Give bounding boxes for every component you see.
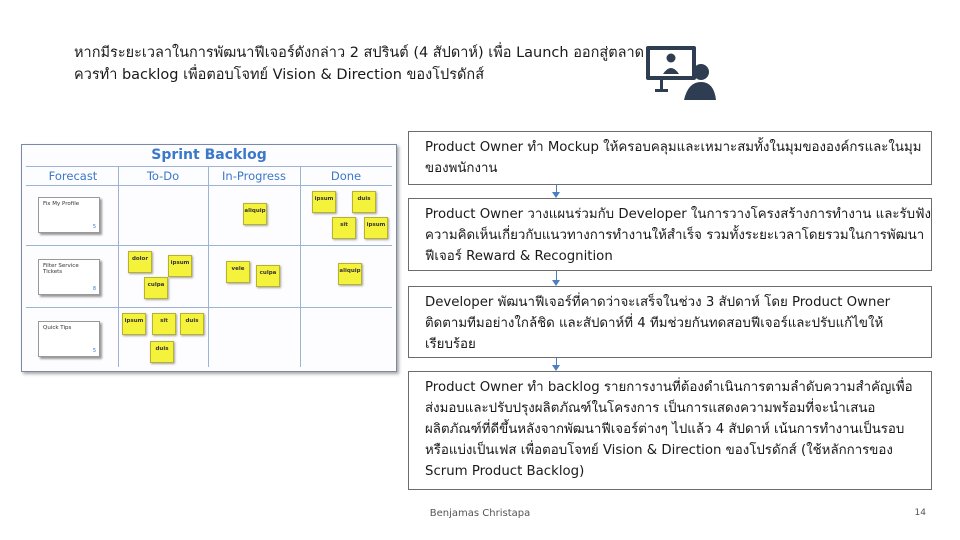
sticky-note: dolor (128, 251, 152, 273)
step-text: Product Owner ทำ backlog รายการงานที่ต้อ… (425, 380, 913, 395)
step-text: Product Owner วางแผนร่วมกับ Developer ใน… (425, 207, 932, 222)
sticky-note: sit (332, 217, 356, 239)
step-text: ผลิตภัณฑ์ที่ดีขึ้นหลังจากพัฒนาฟีเจอร์ต่า… (425, 422, 905, 437)
sprint-backlog-board: Sprint Backlog Forecast To-Do In-Progres… (21, 144, 397, 372)
step-text: ติดตามทีมอย่างใกล้ชิด และสัปดาห์ที่ 4 ที… (425, 316, 884, 331)
sticky-note: ipsum (122, 313, 146, 335)
step-text: เรียบร้อย (425, 337, 476, 352)
story-points: 5 (92, 348, 96, 354)
flow-arrow (556, 185, 557, 193)
story-points: 8 (92, 286, 96, 292)
presenter-screen-icon (646, 46, 716, 100)
sticky-note: culpa (144, 277, 168, 299)
title-line-2: ควรทำ backlog เพื่อตอบโจทย์ Vision & Dir… (74, 67, 485, 83)
sticky-note: duis (150, 341, 174, 363)
step-text: ของพนักงาน (425, 161, 498, 176)
board-divider (26, 166, 392, 167)
board-divider (118, 167, 119, 367)
column-header-inprogress: In-Progress (222, 169, 286, 183)
board-title: Sprint Backlog (151, 147, 267, 163)
story-card-title: Fix My Profile (43, 201, 80, 207)
board-divider (26, 307, 392, 308)
step-text: หรือแบ่งเป็นเฟส เพื่อตอบโจทย์ Vision & D… (425, 443, 893, 458)
step-text: ฟีเจอร์ Reward & Recognition (425, 249, 613, 264)
sticky-note: ipsum (312, 191, 336, 213)
board-divider (300, 167, 301, 367)
board-divider (26, 245, 392, 246)
story-card: Fix My Profile 5 (38, 197, 100, 233)
step-text: Developer พัฒนาฟีเจอร์ที่คาดว่าจะเสร็จใน… (425, 295, 891, 310)
story-points: 5 (92, 224, 96, 230)
step-text: ส่งมอบและปรับปรุงผลิตภัณฑ์ในโครงการ เป็น… (425, 401, 876, 416)
sticky-note: duis (180, 313, 204, 335)
arrow-down-icon (552, 192, 560, 198)
sticky-note: culpa (256, 265, 280, 287)
column-header-forecast: Forecast (48, 169, 98, 183)
sticky-note: duis (352, 191, 376, 213)
sticky-note: aliquip (338, 263, 362, 285)
story-card-title: Filter Service Tickets (43, 263, 79, 275)
sticky-note: vele (226, 261, 250, 283)
step-text: Product Owner ทำ Mockup ให้ครอบคลุมและเห… (425, 140, 922, 155)
slide-title: หากมีระยะเวลาในการพัฒนาฟีเจอร์ดังกล่าว 2… (74, 42, 645, 86)
title-line-1: หากมีระยะเวลาในการพัฒนาฟีเจอร์ดังกล่าว 2… (74, 45, 645, 61)
column-header-done: Done (330, 169, 362, 183)
step-box: Product Owner ทำ Mockup ให้ครอบคลุมและเห… (408, 131, 932, 185)
story-card: Quick Tips 5 (38, 321, 100, 357)
step-text: Scrum Product Backlog) (425, 464, 585, 479)
step-text: ความคิดเห็นเกี่ยวกับแนวทางการทำงานให้สำเ… (425, 228, 925, 243)
flow-arrow (556, 358, 557, 366)
step-box: Product Owner ทำ backlog รายการงานที่ต้อ… (408, 371, 932, 490)
arrow-down-icon (552, 365, 560, 371)
step-box: Product Owner วางแผนร่วมกับ Developer ใน… (408, 198, 932, 271)
story-card: Filter Service Tickets 8 (38, 259, 100, 295)
arrow-down-icon (552, 280, 560, 286)
story-card-title: Quick Tips (43, 325, 72, 331)
sticky-note: aliquip (243, 203, 267, 225)
step-box: Developer พัฒนาฟีเจอร์ที่คาดว่าจะเสร็จใน… (408, 286, 932, 358)
flow-arrow (556, 271, 557, 281)
column-header-todo: To-Do (146, 169, 180, 183)
sticky-note: ipsum (168, 255, 192, 277)
page-number: 14 (914, 508, 926, 518)
sticky-note: ipsum (364, 217, 388, 239)
board-divider (26, 185, 392, 186)
sticky-note: sit (152, 313, 176, 335)
footer-author: Benjamas Christapa (429, 508, 531, 519)
board-divider (208, 167, 209, 367)
